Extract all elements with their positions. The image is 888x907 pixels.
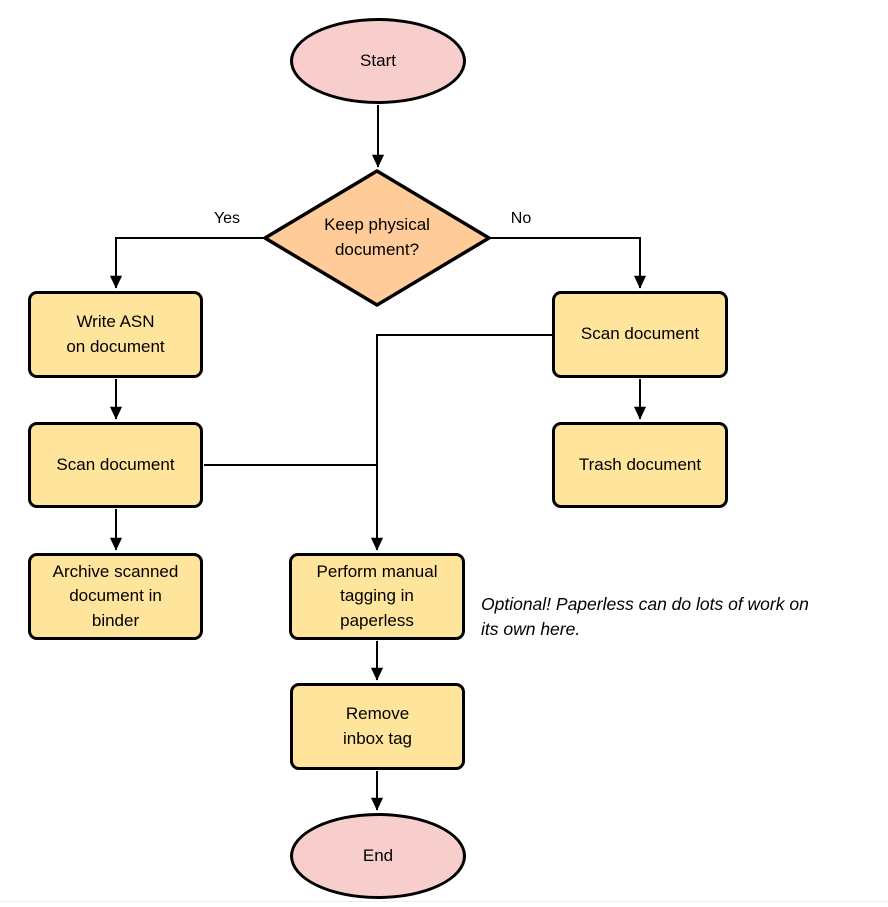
edge-scan-right-perform <box>370 334 553 551</box>
node-write-asn: Write ASN on document <box>28 291 203 378</box>
node-start: Start <box>290 18 466 104</box>
node-archive: Archive scanned document in binder <box>28 553 203 640</box>
edge-decision-scan-right <box>489 237 647 289</box>
bottom-divider <box>0 901 888 902</box>
edge-label-no: No <box>510 210 532 227</box>
node-scan-right: Scan document <box>552 291 728 378</box>
decision-diamond <box>263 169 491 307</box>
node-decision-label: Keep physical document? <box>324 215 430 259</box>
annotation-note: Optional! Paperless can do lots of work … <box>481 594 809 640</box>
node-end: End <box>290 813 466 899</box>
node-trash: Trash document <box>552 422 728 508</box>
node-scan-left: Scan document <box>28 422 203 508</box>
node-remove-inbox: Remove inbox tag <box>290 683 465 770</box>
edge-decision-write-asn <box>109 237 266 289</box>
edge-label-yes: Yes <box>213 210 241 227</box>
node-perform-tagging: Perform manual tagging in paperless <box>289 553 465 640</box>
